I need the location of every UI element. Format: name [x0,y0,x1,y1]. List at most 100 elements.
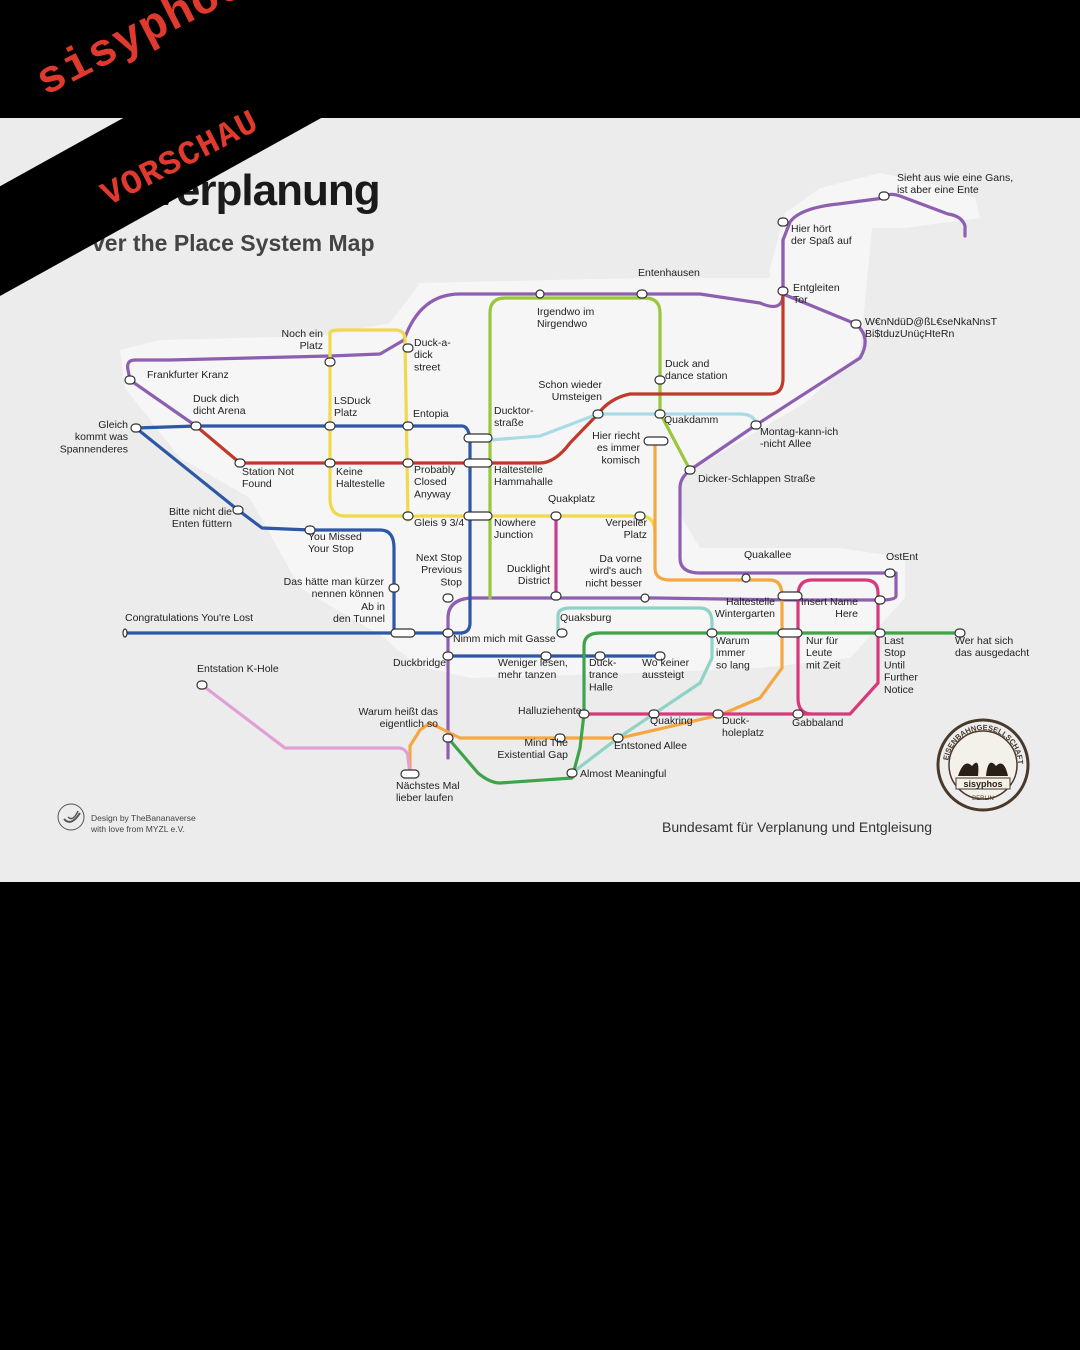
station-marker[interactable] [402,458,414,468]
station-marker[interactable] [777,217,789,227]
station-marker[interactable] [648,709,660,719]
station-marker[interactable] [554,733,566,743]
station-marker[interactable] [388,583,400,593]
station-marker[interactable] [878,191,890,201]
station-marker[interactable] [706,628,718,638]
preview-banner: sisyphos VORSCHAU [0,0,420,330]
station-marker[interactable] [792,709,804,719]
station-label: Quakdamm [664,414,719,426]
station-marker[interactable] [578,709,590,719]
station-label: Nimm mich mit Gasse [453,633,556,645]
station-marker[interactable] [442,733,454,743]
station-marker[interactable] [130,423,142,433]
station-label: Gleis 9 3/4 [414,517,464,529]
line-yellow-2 [328,360,410,518]
station-marker[interactable] [654,375,666,385]
station-marker[interactable] [654,651,666,661]
station-marker[interactable] [232,505,244,515]
station-marker[interactable] [636,289,648,299]
station-marker[interactable] [540,651,552,661]
station-marker[interactable] [442,593,454,603]
station-marker[interactable] [190,421,202,431]
station-marker[interactable] [463,433,493,443]
station-marker[interactable] [750,420,762,430]
station-marker[interactable] [592,409,604,419]
station-marker[interactable] [777,628,803,638]
station-label: Congratulations You're Lost [125,612,253,624]
station-marker[interactable] [390,628,416,638]
station-marker[interactable] [304,525,316,535]
seal-name: sisyphos [963,779,1002,789]
station-marker[interactable] [777,591,803,601]
station-marker[interactable] [442,651,454,661]
station-marker[interactable] [684,465,696,475]
station-marker[interactable] [442,628,454,638]
station-marker[interactable] [324,458,336,468]
station-marker[interactable] [402,343,414,353]
station-marker[interactable] [874,628,886,638]
station-marker[interactable] [124,375,136,385]
station-marker[interactable] [850,319,862,329]
station-marker[interactable] [234,458,246,468]
station-marker[interactable] [634,511,646,521]
station-label: Montag-kann-ich-nicht Allee [760,426,838,450]
station-marker[interactable] [400,769,420,779]
station-marker[interactable] [884,568,896,578]
station-marker[interactable] [954,628,966,638]
station-marker[interactable] [535,289,545,299]
station-labels: Sieht aus wie eine Gans,ist aber eine En… [60,172,1030,804]
station-marker[interactable] [324,421,336,431]
station-marker[interactable] [550,511,562,521]
station-label: Entstation K-Hole [197,663,279,675]
credit-line-2: with love from MYZL e.V. [91,824,185,834]
map-poster: Sieht aus wie eine Gans,ist aber eine En… [0,118,1080,882]
transit-map: Sieht aus wie eine Gans,ist aber eine En… [60,172,1030,804]
duck-silhouette [120,173,980,678]
station-marker[interactable] [874,595,886,605]
station-marker[interactable] [463,511,493,521]
station-label: Duckbridge [393,657,446,669]
station-marker[interactable] [594,651,606,661]
station-marker[interactable] [196,680,208,690]
station-label: Entenhausen [638,267,700,279]
station-label: Gabbaland [792,717,844,729]
station-marker[interactable] [643,436,669,446]
station-marker[interactable] [402,511,414,521]
station-label: Halluziehente [518,705,582,717]
station-marker[interactable] [550,591,562,601]
station-marker[interactable] [640,593,650,603]
station-marker[interactable] [122,628,128,638]
station-marker[interactable] [463,458,493,468]
station-marker[interactable] [612,733,624,743]
station-label: Ducktor-straße [494,405,534,429]
station-marker[interactable] [324,357,336,367]
station-marker[interactable] [402,421,414,431]
station-marker[interactable] [654,409,666,419]
station-marker[interactable] [777,286,789,296]
station-marker[interactable] [556,628,568,638]
station-label: Duck-holeplatz [722,715,764,739]
station-label: Quakplatz [548,493,595,505]
station-marker[interactable] [566,768,578,778]
station-label: Entopia [413,408,449,420]
station-marker[interactable] [741,573,751,583]
station-marker[interactable] [712,709,724,719]
line-dgreen [446,631,962,785]
